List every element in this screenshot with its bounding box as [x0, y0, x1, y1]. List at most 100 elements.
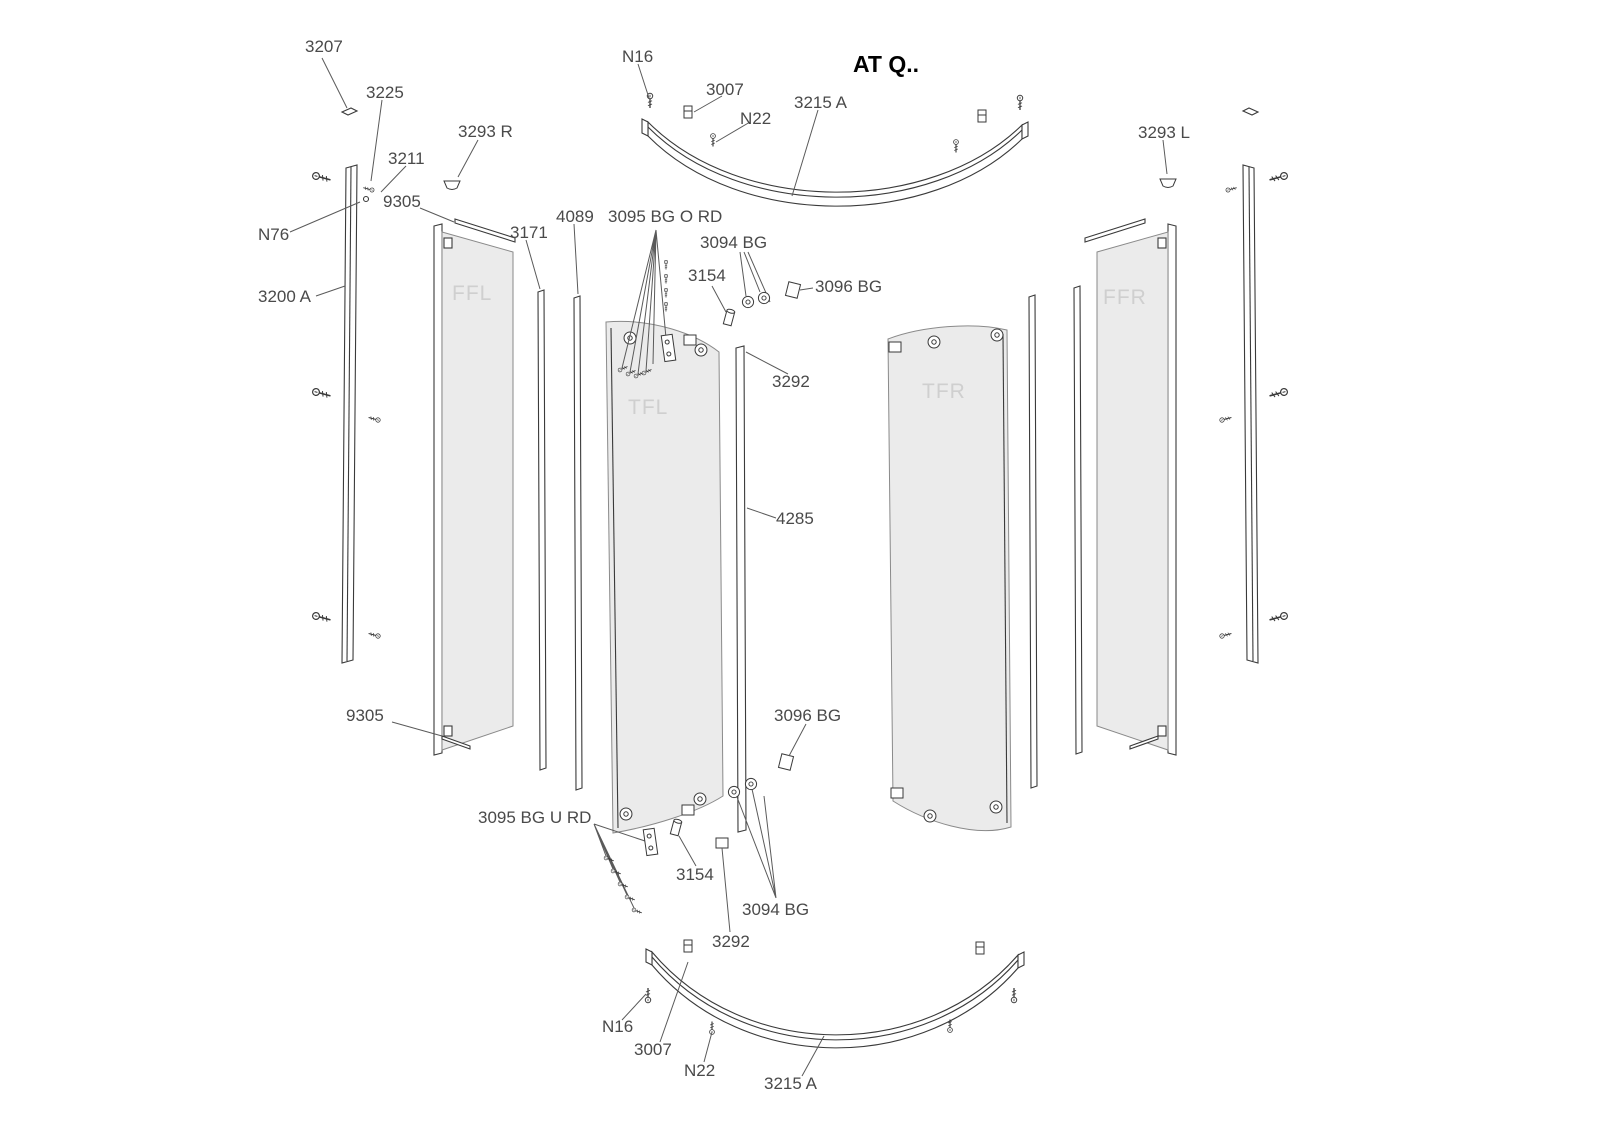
screw-icon — [663, 301, 669, 312]
strip-3171 — [537, 289, 547, 771]
roller-3094-icon — [727, 785, 741, 799]
fan-leaders-3094-bottom — [736, 788, 777, 899]
part-label-9305-bottom: 9305 — [346, 706, 384, 725]
part-label-3207: 3207 — [305, 37, 343, 56]
roller-3094-icon — [741, 295, 755, 309]
screw-icon — [1218, 414, 1233, 424]
bracket-3095-icon — [642, 827, 659, 857]
bracket-3293l-icon — [1159, 178, 1177, 188]
guide-notch-icon — [888, 341, 902, 353]
screw-n22-icon — [710, 133, 716, 148]
part-label-3007-top: 3007 — [706, 80, 744, 99]
part-label-4089: 4089 — [556, 207, 594, 226]
wall-screw-icon — [1267, 611, 1289, 624]
door-tfl — [605, 320, 724, 834]
screw-icon — [663, 273, 669, 284]
panel-ffl — [433, 218, 516, 756]
wall-screw-icon — [311, 171, 333, 184]
wall-screw-icon — [311, 387, 333, 400]
bottom-rail-right-cap — [1017, 951, 1025, 969]
tfr-glass — [887, 325, 1012, 832]
screw-icon — [1218, 630, 1233, 640]
ffl-bottom-hinge-icon — [443, 725, 453, 737]
panel-label-ffl: FFL — [452, 282, 492, 305]
part-label-3154-top: 3154 — [688, 266, 726, 285]
left-wall-profile-3200a — [311, 107, 461, 664]
top-rail-band — [647, 120, 1023, 207]
bottom-rail-edge-line — [651, 956, 1019, 1041]
part-label-n76: N76 — [258, 225, 289, 244]
bottom-rail-3215a — [644, 939, 1025, 1049]
part-label-4285: 4285 — [776, 509, 814, 528]
part-label-3293l: 3293 L — [1138, 123, 1190, 142]
part-label-3215a-bottom: 3215 A — [764, 1074, 818, 1093]
bracket-3293r-icon — [443, 180, 461, 190]
tfl-glass — [605, 320, 724, 834]
strip-4089 — [573, 295, 583, 791]
wall-screw-icon — [1267, 171, 1289, 184]
part-label-3154-bottom: 3154 — [676, 865, 714, 884]
roller-icon — [923, 809, 937, 823]
screw-icon — [953, 139, 959, 154]
top-rail-edge-line — [647, 126, 1023, 198]
label-leader-lines — [289, 57, 1168, 1077]
part-3154-icon — [669, 817, 683, 837]
clip-3207-icon — [340, 107, 359, 116]
door-tfr — [887, 325, 1012, 832]
screw-icon — [367, 414, 382, 424]
hardware-cluster-top — [617, 229, 802, 379]
part-label-3095-u: 3095 BG U RD — [478, 808, 591, 827]
part-label-n16-top: N16 — [622, 47, 653, 66]
plate-3096-icon — [777, 753, 795, 771]
ffr-frame — [1167, 223, 1177, 756]
part-label-3211: 3211 — [388, 149, 425, 168]
strip-right-outer — [1073, 285, 1083, 755]
washer-3211-icon — [362, 195, 370, 203]
screw-icon — [631, 907, 643, 916]
part-label-3292-top: 3292 — [772, 372, 810, 391]
clip-3007-icon — [683, 105, 693, 119]
part-label-3171: 3171 — [510, 223, 548, 242]
screw-3225-icon — [362, 185, 375, 193]
tfl-edge-line — [610, 327, 619, 829]
part-label-9305-top: 9305 — [383, 192, 421, 211]
top-rail-right-cap — [1021, 121, 1029, 140]
guide-notch-icon — [681, 804, 695, 816]
screw-icon — [1225, 185, 1238, 193]
guide-3292-icon — [715, 837, 729, 849]
ffl-top-hinge-icon — [443, 237, 453, 249]
panel-label-ffr: FFR — [1103, 286, 1147, 309]
top-rail-3215a — [641, 92, 1029, 207]
clip-3007-icon — [975, 941, 985, 955]
bottom-rail-band — [651, 950, 1019, 1049]
screw-icon — [367, 630, 382, 640]
ffr-glass — [1096, 231, 1169, 751]
part-label-3095-o: 3095 BG O RD — [608, 207, 722, 226]
part-label-3215a-top: 3215 A — [794, 93, 848, 112]
roller-icon — [927, 335, 941, 349]
screw-n16-icon — [1016, 94, 1024, 111]
roller-icon — [694, 343, 708, 357]
part-label-3096-bottom: 3096 BG — [774, 706, 841, 725]
part-label-3094-bottom: 3094 BG — [742, 900, 809, 919]
part-label-3007-bottom: 3007 — [634, 1040, 672, 1059]
top-rail-left-cap — [641, 118, 649, 137]
roller-icon — [693, 792, 707, 806]
wall-screw-icon — [311, 611, 333, 624]
part-label-3225: 3225 — [366, 83, 404, 102]
clip-icon — [1241, 107, 1260, 116]
part-label-n16-bottom: N16 — [602, 1017, 633, 1036]
screw-icon — [663, 287, 669, 298]
tfr-edge-line — [1002, 333, 1008, 824]
strip-4285 — [735, 345, 747, 833]
part-label-3292-bottom: 3292 — [712, 932, 750, 951]
roller-icon — [619, 807, 633, 821]
ffl-frame — [433, 223, 443, 756]
roller-3094-icon — [744, 777, 758, 791]
strip-right-inner — [1028, 294, 1038, 789]
hardware-cluster-bottom — [593, 753, 795, 916]
bottom-rail-left-cap — [645, 948, 653, 966]
screw-icon — [663, 259, 669, 270]
seal-top — [1084, 218, 1146, 243]
ffr-bottom-hinge-icon — [1157, 725, 1167, 737]
